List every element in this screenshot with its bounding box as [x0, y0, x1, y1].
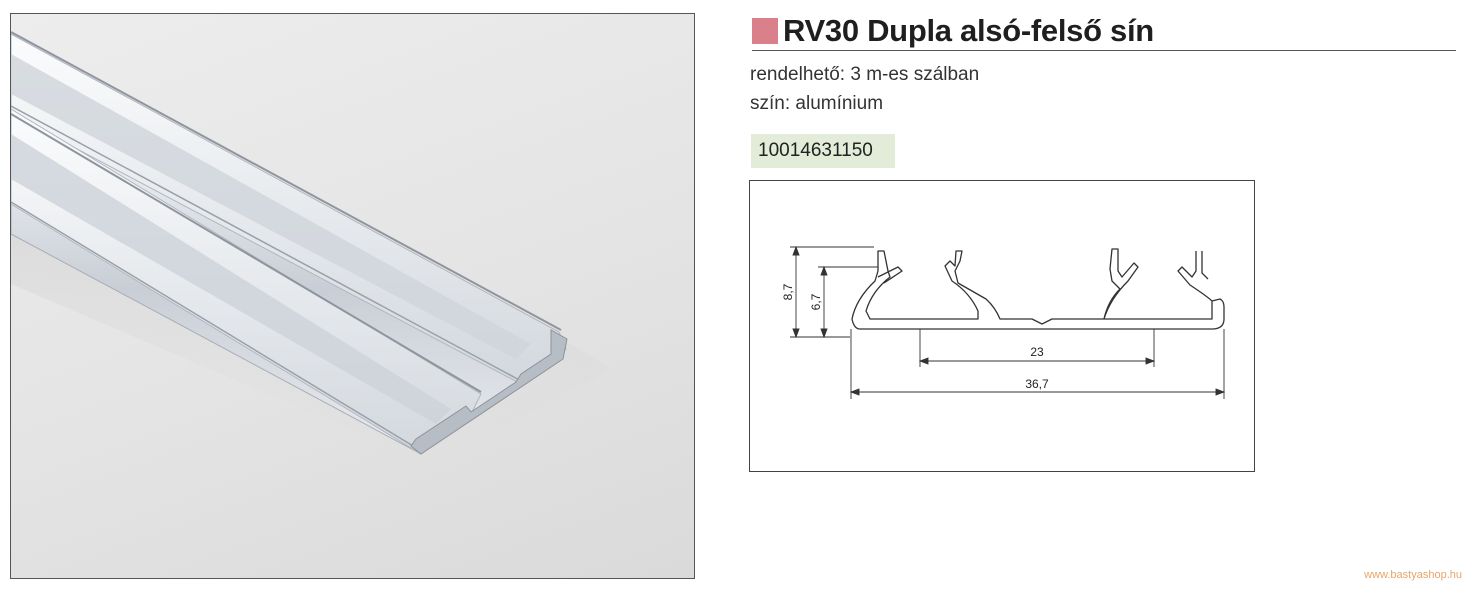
website-link[interactable]: www.bastyashop.hu: [1364, 569, 1462, 581]
dimension-label-height-total: 8,7: [781, 283, 795, 300]
product-photo: [10, 13, 695, 579]
spec-color: szín: alumínium: [750, 93, 884, 114]
spec-order-length: rendelhető: 3 m-es szálban: [750, 64, 980, 85]
dimension-label-inner-width: 23: [1030, 345, 1044, 359]
title-divider: [752, 50, 1456, 51]
dimension-label-total-width: 36,7: [1025, 377, 1049, 391]
title-marker: [752, 18, 778, 44]
profile-outline: [851, 248, 1225, 330]
product-title: RV30 Dupla alsó-felső sín: [783, 13, 1154, 48]
aluminium-rail-photo: [11, 31, 611, 464]
product-code-badge: 10014631150: [751, 134, 895, 168]
dimension-label-height-inner: 6,7: [809, 293, 823, 310]
dimension-height-total: [790, 245, 874, 339]
profile-cross-section-diagram: 8,7 6,7 23 36,7: [781, 245, 1226, 399]
technical-drawing: 8,7 6,7 23 36,7: [749, 180, 1255, 472]
dimension-inner-width: [918, 329, 1156, 367]
dimension-total-width: [849, 329, 1226, 399]
dimension-height-inner: [818, 265, 878, 339]
